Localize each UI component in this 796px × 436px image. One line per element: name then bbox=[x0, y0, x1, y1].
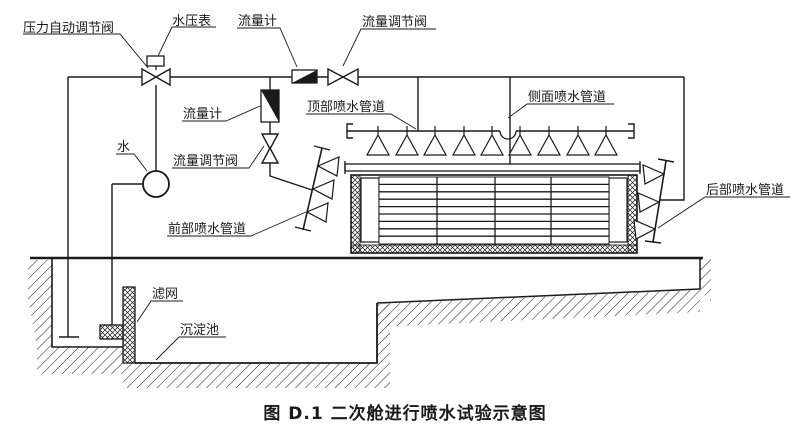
bypass-return-pipe bbox=[59, 77, 79, 338]
earth-hatch-left-wall bbox=[28, 260, 52, 347]
label-water: 水 bbox=[117, 140, 130, 155]
flow-meter-main-symbol bbox=[291, 69, 318, 84]
pool-left-wall bbox=[51, 258, 123, 348]
cabin-frame-dividers bbox=[436, 177, 552, 244]
valve-wing bbox=[154, 67, 171, 87]
pipe-end-caps bbox=[294, 145, 331, 232]
earth-hatch-slope bbox=[377, 290, 700, 327]
top-spray-pipe bbox=[346, 123, 635, 156]
suction-strainer-symbol bbox=[99, 324, 124, 340]
flow-valve-front-symbol bbox=[260, 133, 280, 164]
labels: 压力自动调节阀 水压表 流量计 流量调节阀 顶部喷水管道 侧面喷水管道 水 流量… bbox=[23, 14, 784, 338]
ground-section bbox=[28, 256, 711, 388]
cabin-right-post bbox=[627, 174, 638, 254]
label-pressure-auto-valve: 压力自动调节阀 bbox=[23, 21, 114, 36]
rear-spray-pipe bbox=[633, 158, 675, 244]
label-flow-valve-main: 流量调节阀 bbox=[362, 15, 427, 30]
flow-valve-main-symbol bbox=[327, 67, 359, 87]
water-source-symbol bbox=[142, 170, 170, 198]
suction-pipe bbox=[111, 183, 143, 325]
label-flow-valve-front: 流量调节阀 bbox=[173, 154, 238, 169]
valve-wing bbox=[141, 67, 158, 87]
cabin-slats bbox=[379, 183, 609, 237]
cabin-right-panel bbox=[608, 177, 628, 243]
supply-piping bbox=[59, 76, 685, 338]
top-nozzles bbox=[365, 126, 619, 156]
pipe-end-caps bbox=[644, 158, 675, 244]
leader-lines bbox=[23, 26, 790, 361]
front-spray-pipe bbox=[294, 145, 340, 232]
label-side-spray-pipe: 侧面喷水管道 bbox=[528, 90, 606, 105]
cabin-base bbox=[350, 244, 638, 254]
earth-hatch-right-edge bbox=[700, 258, 711, 301]
label-front-spray-pipe: 前部喷水管道 bbox=[168, 221, 246, 237]
filter-screen-symbol bbox=[122, 286, 136, 364]
ground-slope-line bbox=[376, 288, 701, 304]
earth-hatch-under-floor1 bbox=[37, 347, 123, 374]
figure-caption: 图 D.1 二次舱进行喷水试验示意图 bbox=[263, 403, 546, 424]
rear-nozzles bbox=[633, 164, 666, 240]
test-cabin bbox=[350, 174, 638, 254]
label-top-spray-pipe: 顶部喷水管道 bbox=[307, 100, 385, 115]
pipe-crossing-hop bbox=[499, 130, 517, 140]
pressure-auto-valve-symbol bbox=[141, 55, 171, 87]
pressure-gauge-symbol bbox=[146, 55, 165, 67]
label-water-pressure-gauge: 水压表 bbox=[172, 14, 211, 29]
pool-floor bbox=[135, 303, 378, 364]
cabin-left-panel bbox=[360, 177, 380, 243]
cabin-slat-wall bbox=[378, 176, 610, 245]
label-sedimentation-pool: 沉淀池 bbox=[180, 323, 219, 338]
front-branch-pipe bbox=[269, 77, 313, 191]
label-flow-meter-front: 流量计 bbox=[183, 107, 222, 122]
front-nozzles bbox=[305, 156, 340, 223]
rear-branch-pipe bbox=[659, 77, 685, 201]
label-rear-spray-pipe: 后部喷水管道 bbox=[706, 183, 784, 198]
flow-meter-front-symbol bbox=[260, 89, 280, 123]
label-filter-screen: 滤网 bbox=[152, 287, 178, 302]
label-flow-meter-main: 流量计 bbox=[238, 14, 277, 29]
earth-hatch-under-floor2 bbox=[123, 363, 390, 388]
pipe-end-ticks bbox=[344, 161, 641, 174]
side-spray-pipe bbox=[344, 161, 641, 174]
cabin-left-post bbox=[350, 174, 361, 254]
